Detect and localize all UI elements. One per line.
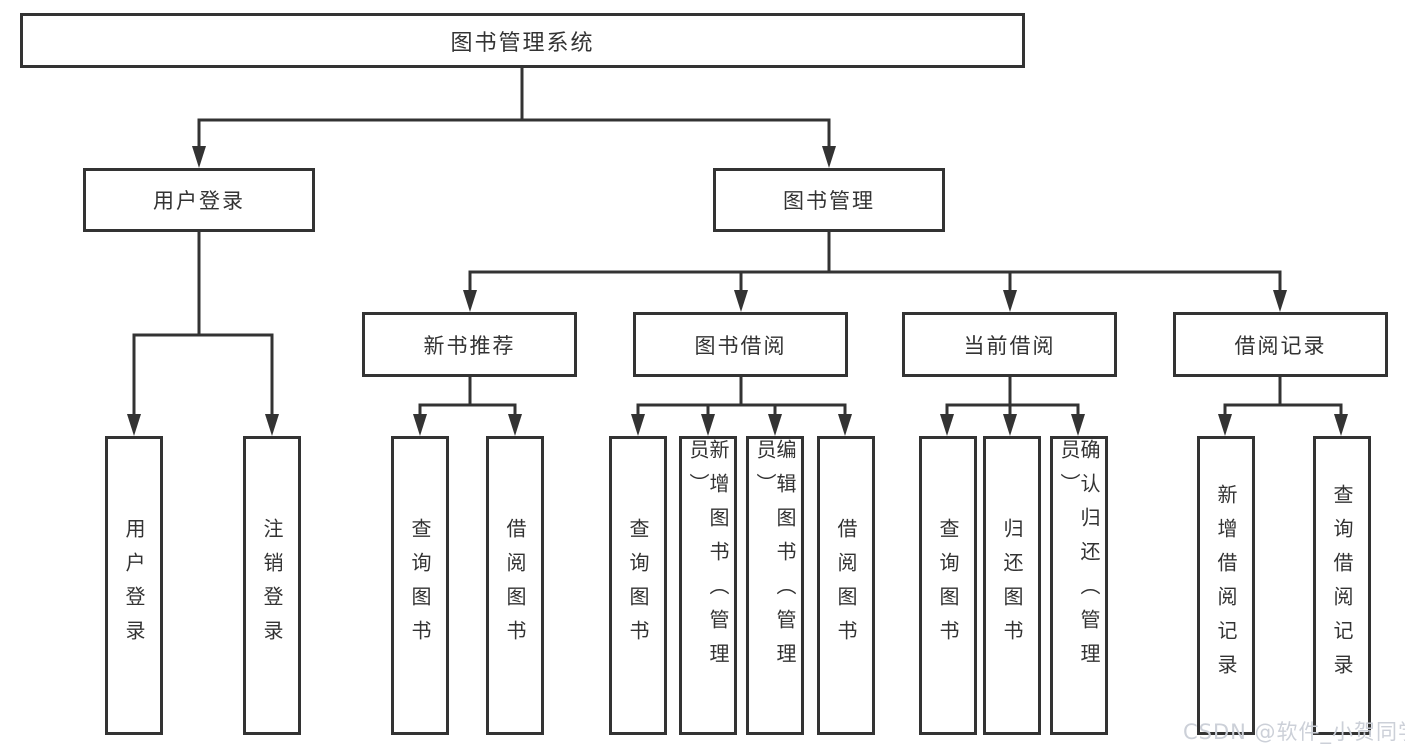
leaf-return-book: 归还图书 xyxy=(983,436,1041,735)
node-label: 借阅记录 xyxy=(1234,333,1327,358)
node-current-borrow: 当前借阅 xyxy=(902,312,1117,377)
csdn-watermark: CSDN @软件_小贺同学 xyxy=(1183,720,1405,744)
node-label: 查询图书 xyxy=(626,517,650,654)
node-label: 查询图书 xyxy=(408,517,432,654)
node-label: 用户登录 xyxy=(153,189,245,213)
leaf-add-book-admin: 新增图书（管理员） xyxy=(679,436,737,735)
leaf-query-borrow-record: 查询借阅记录 xyxy=(1313,436,1371,735)
leaf-user-login: 用户登录 xyxy=(105,436,163,735)
node-label: 编辑图书（管理员） xyxy=(753,439,797,677)
node-label: 借阅图书 xyxy=(834,517,858,654)
node-book-management: 图书管理 xyxy=(713,168,945,232)
node-new-book-recommend: 新书推荐 xyxy=(362,312,577,377)
node-label: 借阅图书 xyxy=(503,517,527,654)
node-label: 用户登录 xyxy=(122,517,146,654)
node-label: 图书管理 xyxy=(783,189,875,213)
node-label: 新增图书（管理员） xyxy=(686,439,730,677)
node-label: 查询借阅记录 xyxy=(1330,483,1354,688)
node-label: 确认归还（管理员） xyxy=(1057,439,1101,677)
node-label: 当前借阅 xyxy=(963,333,1056,358)
node-label: 图书借阅 xyxy=(694,333,787,358)
leaf-confirm-return-admin: 确认归还（管理员） xyxy=(1050,436,1108,735)
leaf-query-books-current: 查询图书 xyxy=(919,436,977,735)
leaf-query-books-borrow: 查询图书 xyxy=(609,436,667,735)
leaf-add-borrow-record: 新增借阅记录 xyxy=(1197,436,1255,735)
leaf-query-books-recommend: 查询图书 xyxy=(391,436,449,735)
node-label: 归还图书 xyxy=(1000,517,1024,654)
node-label: 注销登录 xyxy=(260,517,284,654)
leaf-borrow-books: 借阅图书 xyxy=(817,436,875,735)
node-borrow-records: 借阅记录 xyxy=(1173,312,1388,377)
node-label: 新增借阅记录 xyxy=(1214,483,1238,688)
leaf-borrow-books-recommend: 借阅图书 xyxy=(486,436,544,735)
node-label: 新书推荐 xyxy=(423,333,516,358)
leaf-logout: 注销登录 xyxy=(243,436,301,735)
leaf-edit-book-admin: 编辑图书（管理员） xyxy=(746,436,804,735)
node-user-login: 用户登录 xyxy=(83,168,315,232)
node-label: 查询图书 xyxy=(936,517,960,654)
node-root-system: 图书管理系统 xyxy=(20,13,1025,68)
node-label: 图书管理系统 xyxy=(450,30,595,56)
node-book-borrow: 图书借阅 xyxy=(633,312,848,377)
